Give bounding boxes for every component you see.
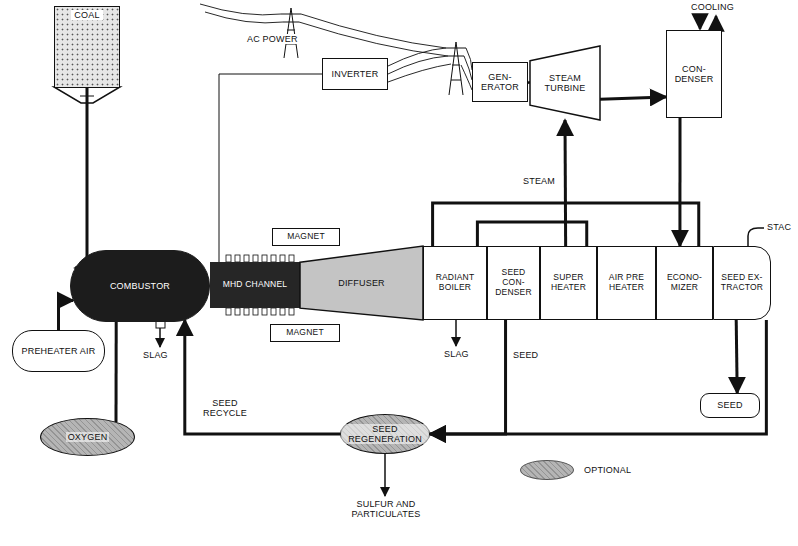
node-label: SEED EX- TRACTOR bbox=[716, 273, 768, 293]
electrode bbox=[289, 308, 294, 315]
cooling-out bbox=[715, 16, 718, 29]
byproduct-label: SULFUR AND PARTICULATES bbox=[340, 499, 432, 520]
node-label: SEED CON- DENSER bbox=[490, 268, 537, 297]
node-label: SEED bbox=[717, 400, 742, 410]
node-label: DIFFUSER bbox=[338, 278, 385, 288]
stack-duct bbox=[748, 228, 764, 246]
optional-supply: OXYGEN bbox=[40, 418, 135, 456]
electrode bbox=[271, 308, 276, 315]
node-label: SUPER HEATER bbox=[543, 273, 594, 293]
output-box: SEED bbox=[700, 393, 760, 418]
flow-label: SEED bbox=[512, 350, 539, 360]
stack-label: STAC bbox=[766, 222, 792, 232]
process-box: INVERTER bbox=[322, 58, 388, 90]
electrode bbox=[244, 255, 249, 262]
pipe-line bbox=[736, 320, 737, 393]
node-label: GEN- ERATOR bbox=[475, 72, 525, 93]
electrode bbox=[253, 255, 258, 262]
supply-box: PREHEATER AIR bbox=[12, 330, 105, 372]
electrode bbox=[271, 255, 276, 262]
node-label: RADIANT BOILER bbox=[426, 273, 484, 293]
node-label: STEAM TURBINE bbox=[533, 73, 597, 94]
electrode bbox=[262, 255, 267, 262]
cooling-label: COOLING bbox=[690, 2, 735, 12]
magnet-box: MAGNET bbox=[272, 228, 340, 246]
node-label: INVERTER bbox=[332, 69, 379, 79]
electrode bbox=[262, 308, 267, 315]
electrode bbox=[244, 308, 249, 315]
duct-section: SEED EX- TRACTOR bbox=[713, 246, 771, 320]
cooling-in bbox=[699, 15, 702, 29]
pipe-line bbox=[678, 118, 681, 246]
node-label: CON- DENSER bbox=[669, 64, 719, 85]
turbine-shape: STEAM TURBINE bbox=[530, 46, 600, 120]
node-label: MAGNET bbox=[287, 232, 325, 242]
pipe-line bbox=[564, 120, 568, 246]
flow-label: STEAM bbox=[522, 176, 556, 186]
slag-arrow bbox=[455, 320, 457, 346]
electrode bbox=[235, 308, 240, 315]
duct-section: RADIANT BOILER bbox=[423, 246, 487, 320]
pipe-line bbox=[185, 320, 340, 434]
flow-label: SEED RECYCLE bbox=[200, 398, 250, 419]
pipe-line bbox=[75, 88, 87, 268]
combustor-shape: COMBUSTOR bbox=[70, 250, 210, 322]
electrode bbox=[226, 255, 231, 262]
diffuser-shape: DIFFUSER bbox=[300, 246, 423, 320]
mhd-channel: MHD CHANNEL bbox=[210, 262, 300, 308]
electrode bbox=[289, 255, 294, 262]
node-label: ECONO- MIZER bbox=[659, 273, 710, 293]
slag-label: SLAG bbox=[142, 350, 169, 360]
optional-process: SEED REGENERATION bbox=[340, 414, 430, 454]
node-label: COAL bbox=[71, 10, 102, 20]
duct-section: SUPER HEATER bbox=[540, 246, 597, 320]
node-label: SEED REGENERATION bbox=[341, 424, 429, 445]
node-label: COMBUSTOR bbox=[110, 281, 170, 291]
power-line bbox=[200, 4, 472, 90]
slag-label: SLAG bbox=[443, 349, 470, 359]
electrode bbox=[226, 308, 231, 315]
pipe-line bbox=[600, 97, 666, 99]
node-label: AIR PRE HEATER bbox=[600, 273, 653, 293]
electrode bbox=[253, 308, 258, 315]
pipe-line bbox=[430, 320, 766, 434]
node-label: MHD CHANNEL bbox=[223, 280, 288, 290]
transmission-tower bbox=[281, 8, 301, 58]
node-label: MAGNET bbox=[286, 328, 324, 338]
duct-section: SEED CON- DENSER bbox=[487, 246, 540, 320]
node-label: OXYGEN bbox=[66, 432, 110, 442]
pipe-line bbox=[59, 300, 74, 330]
process-box: CON- DENSER bbox=[666, 30, 722, 118]
node-label: PREHEATER AIR bbox=[22, 346, 96, 356]
duct-section: AIR PRE HEATER bbox=[597, 246, 656, 320]
legend-swatch bbox=[520, 460, 574, 480]
pipe-line bbox=[477, 222, 586, 246]
legend-item: OPTIONAL bbox=[520, 460, 631, 480]
power-label: AC POWER bbox=[246, 34, 299, 44]
coal-hopper: COAL bbox=[54, 6, 120, 88]
electrode bbox=[235, 255, 240, 262]
sulfur-outlet-arrow bbox=[384, 454, 386, 496]
pipe-line bbox=[115, 322, 118, 422]
legend-text: OPTIONAL bbox=[584, 465, 631, 475]
slag-arrow bbox=[159, 328, 161, 347]
duct-section: ECONO- MIZER bbox=[656, 246, 713, 320]
electrode bbox=[280, 308, 285, 315]
magnet-box: MAGNET bbox=[270, 324, 340, 342]
pipe-line bbox=[433, 203, 699, 246]
process-box: GEN- ERATOR bbox=[472, 62, 528, 102]
pipe-line bbox=[430, 320, 506, 434]
electrode bbox=[280, 255, 285, 262]
